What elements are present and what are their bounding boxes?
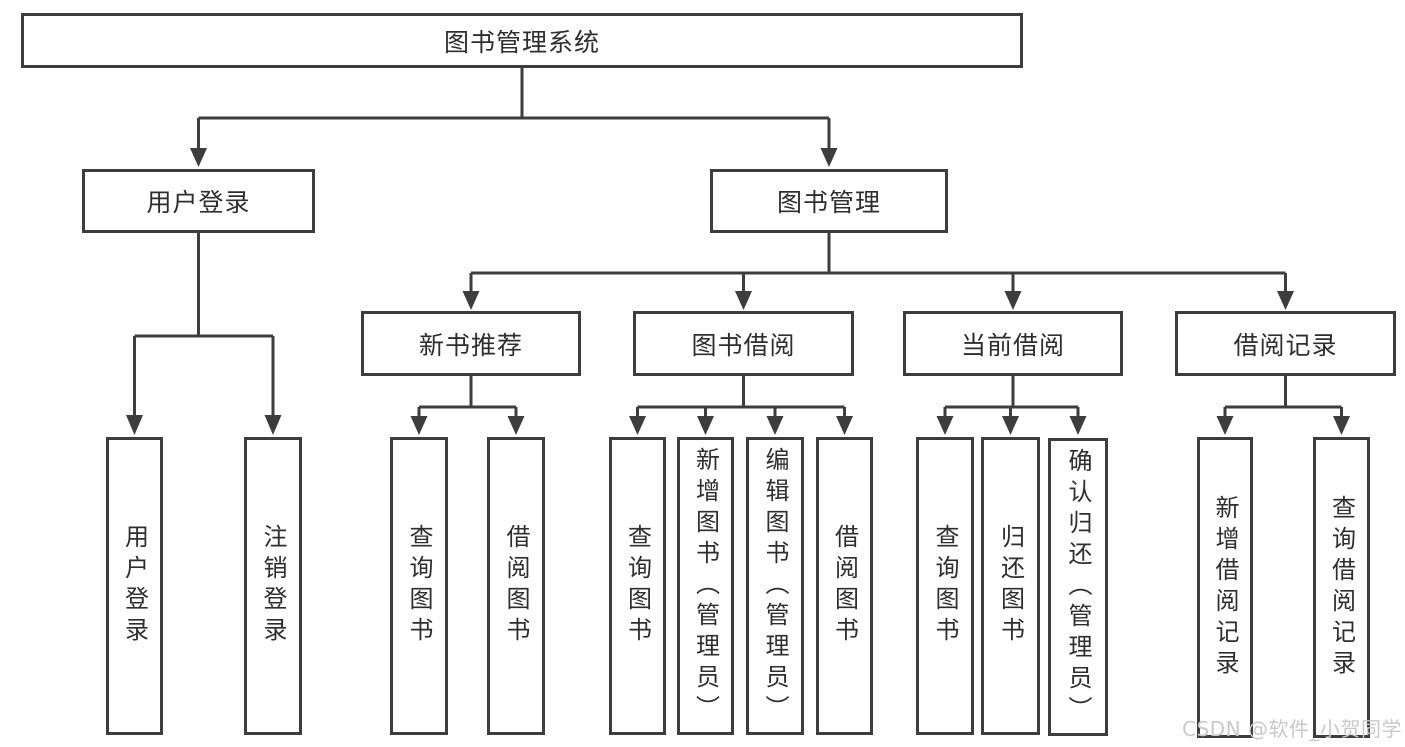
arrowhead [190, 148, 207, 167]
connector-current-group [943, 376, 1080, 418]
node-leaf-logout: 注销登录 [244, 437, 302, 735]
node-leaf-nbr-borrow-books: 借阅图书 [487, 437, 545, 735]
node-borrow-records: 借阅记录 [1175, 311, 1396, 376]
node-current-borrowing: 当前借阅 [903, 311, 1123, 376]
arrowhead [410, 416, 428, 435]
node-leaf-bb-borrow-books-label: 借阅图书 [830, 524, 859, 648]
arrowhead [936, 416, 954, 435]
node-leaf-rec-add-borrow-record-label: 新增借阅记录 [1211, 494, 1239, 681]
node-user-login: 用户登录 [82, 169, 315, 233]
node-leaf-logout-label: 注销登录 [259, 524, 287, 648]
arrowhead [1333, 416, 1350, 435]
node-leaf-rec-query-borrow-record-label: 查询借阅记录 [1327, 494, 1356, 681]
node-leaf-rec-query-borrow-record: 查询借阅记录 [1313, 437, 1370, 738]
arrowhead [629, 416, 646, 435]
connector-borrowing-group [636, 376, 846, 418]
node-leaf-bb-edit-books-admin: 编辑图书（管理员） [746, 437, 804, 735]
arrowhead [264, 415, 282, 435]
arrowhead [1002, 416, 1019, 435]
arrowheads [126, 148, 1350, 435]
arrowhead [735, 291, 752, 310]
node-book-management: 图书管理 [710, 169, 948, 233]
node-leaf-bb-query-books: 查询图书 [609, 437, 666, 735]
arrowhead [1004, 291, 1022, 310]
connector-userlogin-group [133, 233, 275, 417]
node-leaf-nbr-query-books: 查询图书 [390, 437, 448, 735]
watermark: CSDN @软件_小贺同学 [1182, 717, 1402, 741]
arrowhead [1216, 416, 1234, 435]
arrowhead [126, 415, 143, 435]
node-leaf-bb-add-books-admin: 新增图书（管理员） [677, 437, 734, 735]
node-leaf-nbr-query-books-label: 查询图书 [405, 524, 433, 648]
node-leaf-cb-query-books-label: 查询图书 [931, 524, 959, 648]
node-leaf-cb-return-books-label: 归还图书 [996, 524, 1025, 648]
node-leaf-user-login-label: 用户登录 [120, 524, 149, 648]
node-leaf-rec-add-borrow-record: 新增借阅记录 [1197, 437, 1253, 738]
connector-newbook-group [417, 376, 518, 418]
node-new-book-recommend: 新书推荐 [361, 311, 581, 376]
connector-root-to-level2 [197, 68, 831, 150]
node-book-borrowing: 图书借阅 [633, 311, 854, 376]
arrowhead [462, 291, 480, 310]
node-leaf-bb-borrow-books: 借阅图书 [816, 437, 873, 735]
node-leaf-nbr-borrow-books-label: 借阅图书 [502, 524, 530, 648]
node-leaf-cb-return-books: 归还图书 [981, 437, 1040, 735]
node-leaf-user-login: 用户登录 [106, 437, 163, 735]
arrowhead [1277, 291, 1294, 310]
arrowhead [820, 148, 838, 167]
node-leaf-bb-add-books-admin-label: 新增图书（管理员） [691, 446, 720, 726]
arrowhead [697, 416, 714, 435]
node-system-root: 图书管理系统 [21, 13, 1023, 68]
arrowhead [766, 416, 784, 435]
connector-bookmgmt-to-level3 [469, 233, 1287, 293]
node-leaf-bb-query-books-label: 查询图书 [623, 524, 652, 648]
arrowhead [836, 416, 853, 435]
arrowhead [507, 416, 525, 435]
arrowhead [1069, 416, 1087, 435]
node-leaf-cb-query-books: 查询图书 [916, 437, 974, 735]
node-leaf-cb-confirm-return-admin-label: 确认归还（管理员） [1064, 447, 1092, 727]
connector-records-group [1223, 376, 1343, 418]
node-leaf-bb-edit-books-admin-label: 编辑图书（管理员） [761, 446, 789, 726]
node-leaf-cb-confirm-return-admin: 确认归还（管理员） [1048, 438, 1108, 736]
